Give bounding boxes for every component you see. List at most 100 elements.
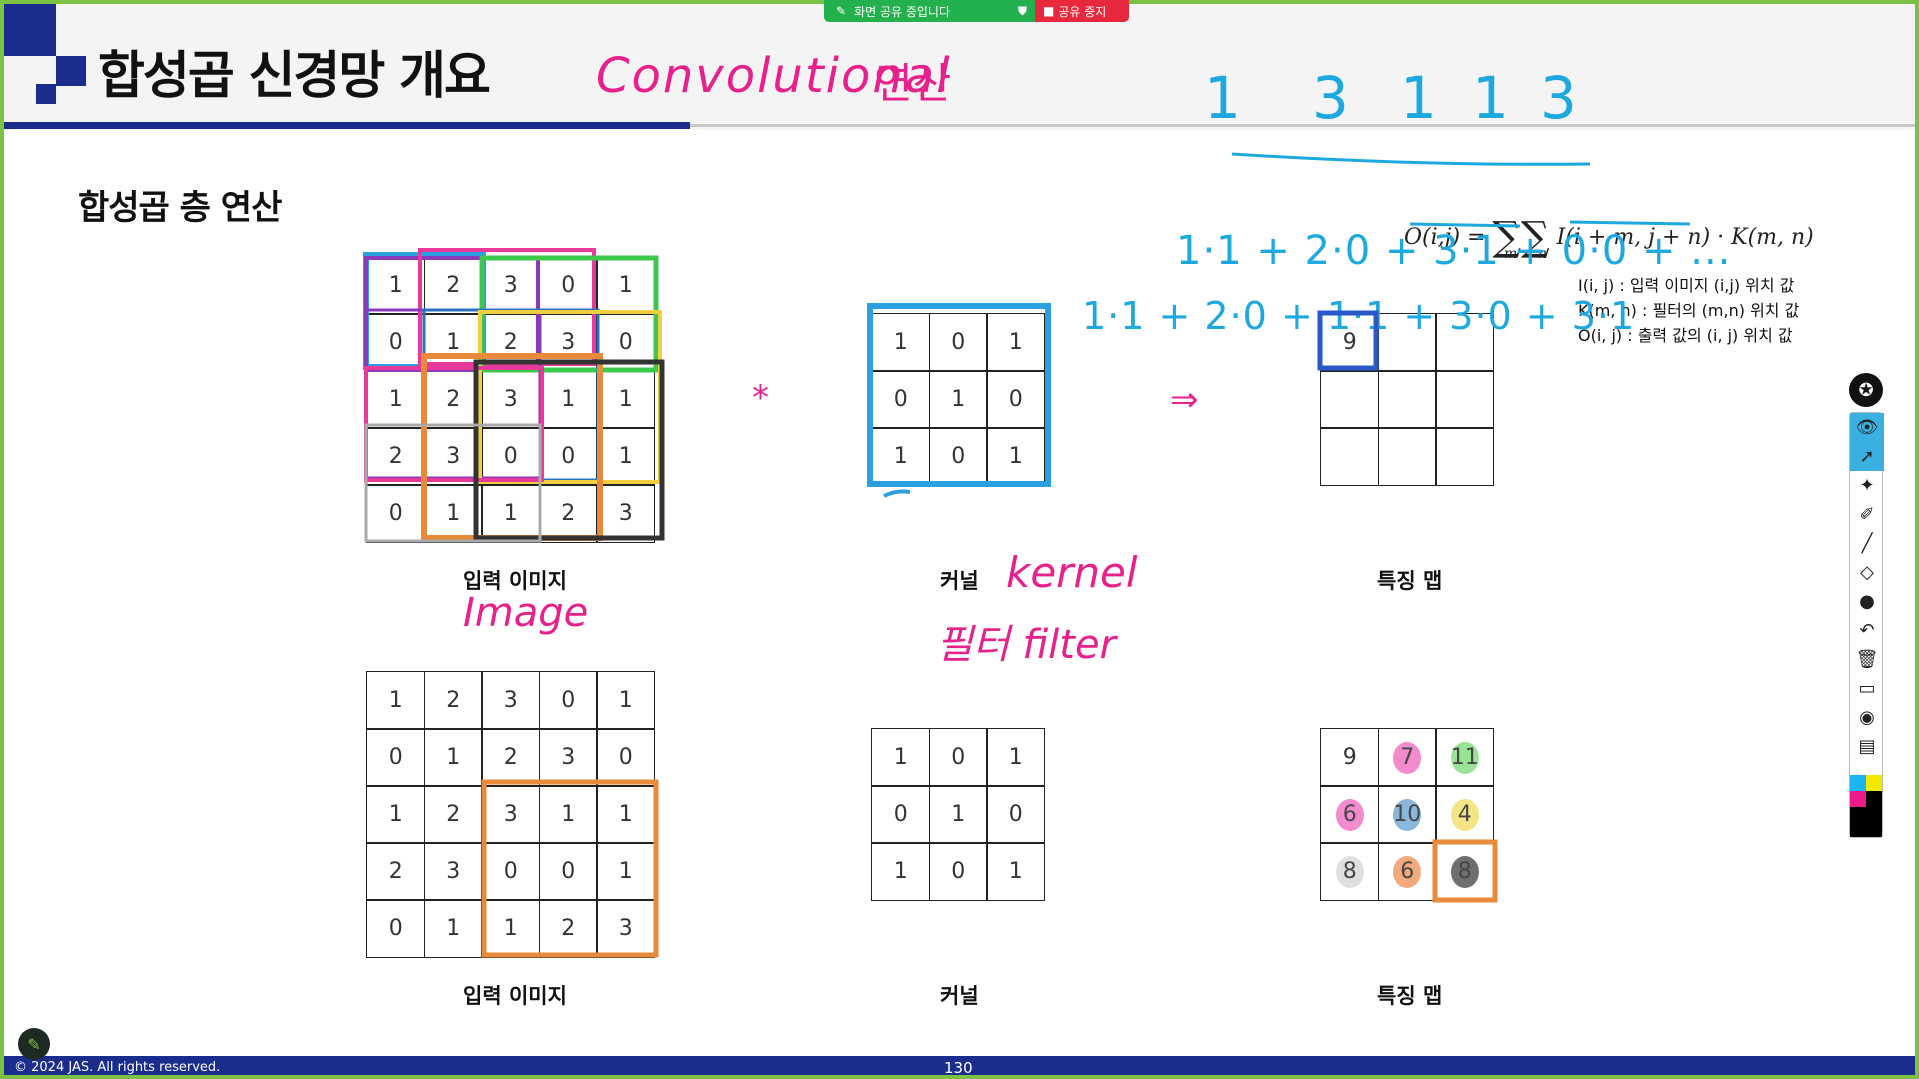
formula-sub-m: m	[1504, 246, 1518, 262]
grid-cell: 1	[596, 671, 656, 730]
toolbar-panel: 👁 ➚ ✦ ✐ ╱ ◇ ● ↶ 🗑 ▭ ◉ ▤	[1849, 412, 1884, 838]
formula-strike-2	[1569, 220, 1691, 226]
window-box-darkblue	[422, 308, 600, 482]
cell-value: 1	[1008, 745, 1023, 770]
grid-cell: 1	[986, 842, 1046, 901]
cell-value: 3	[561, 330, 576, 355]
cell-value: 0	[561, 444, 576, 469]
annotation-number: 1	[1204, 64, 1241, 132]
logo-mark	[4, 4, 56, 56]
pin-icon: ✎	[836, 4, 847, 18]
pointer-icon[interactable]: ➚	[1850, 442, 1884, 471]
color-swatches[interactable]	[1850, 775, 1882, 837]
trash-icon[interactable]: 🗑	[1855, 649, 1879, 670]
eraser-icon[interactable]: ◇	[1860, 562, 1874, 583]
window-box-orange-bottom	[481, 779, 659, 958]
header-underline	[4, 122, 690, 129]
grid-cell: 8	[1320, 842, 1380, 901]
grid-cell: 0	[928, 313, 988, 372]
cell-value: 1	[561, 802, 576, 827]
window-box-yellow	[478, 310, 662, 484]
cell-value: 1	[893, 745, 908, 770]
feature-cell-highlight	[1317, 310, 1379, 371]
grid-cell: 3	[538, 728, 598, 787]
header-divider	[690, 124, 1915, 127]
grid-cell: 1	[986, 728, 1046, 787]
annotation-image: Image	[463, 590, 589, 636]
kernel-underline	[883, 489, 911, 498]
grid-cell: 1	[423, 728, 483, 787]
cell-value: 0	[388, 501, 403, 526]
cell-value: 0	[618, 330, 633, 355]
legend-line: I(i, j) : 입력 이미지 (i,j) 위치 값	[1578, 276, 1795, 295]
grid-cell: 7	[1377, 728, 1437, 787]
cell-value: 3	[561, 745, 576, 770]
annotation-number: 3	[1540, 64, 1577, 132]
cell-value: 3	[503, 688, 518, 713]
eye-icon[interactable]: 👁	[1850, 413, 1884, 442]
laser-icon[interactable]: ✦	[1859, 475, 1875, 496]
grid-cell: 1	[928, 370, 988, 429]
convolve-operator: *	[752, 378, 769, 418]
cell-value: 0	[1008, 802, 1023, 827]
cell-value: 3	[446, 444, 461, 469]
cell-value: 1	[618, 688, 633, 713]
cell-value: 1	[503, 916, 518, 941]
feature-caption: 특징 맵	[1377, 569, 1443, 593]
toolbar-pin-icon[interactable]: ✪	[1849, 373, 1883, 407]
cell-value: 0	[1008, 387, 1023, 412]
sharing-indicator: ✎ 화면 공유 중입니다 ⛊	[824, 0, 1035, 22]
grid-cell: 0	[871, 785, 931, 844]
cell-value: 1	[446, 501, 461, 526]
cell-value: 1	[446, 745, 461, 770]
formula: O(i,j) = ∑∑ I(i + m, j + n) · K(m, n)	[1404, 208, 1814, 260]
cell-value: 0	[561, 859, 576, 884]
stop-sharing-button[interactable]: ■ 공유 중지	[1035, 0, 1129, 22]
cell-value: 4	[1450, 798, 1479, 831]
annotation-yeonsan: 연산	[874, 59, 952, 108]
edit-pen-icon[interactable]: ✎	[18, 1028, 50, 1060]
feature-cell-orange	[1432, 839, 1498, 903]
whiteboard-icon[interactable]: ▭	[1858, 678, 1876, 699]
grid-cell	[1377, 427, 1437, 486]
cell-value: 2	[503, 330, 518, 355]
cell-value: 2	[561, 501, 576, 526]
highlighter-icon[interactable]: ✐	[1859, 504, 1875, 525]
legend-line: K(m, n) : 필터의 (m,n) 위치 값	[1578, 301, 1800, 320]
grid-cell: 1	[538, 785, 598, 844]
cell-value: 1	[893, 444, 908, 469]
cell-value: 10	[1393, 798, 1422, 831]
pen-icon[interactable]: ╱	[1861, 533, 1873, 554]
grid-cell: 1	[986, 313, 1046, 372]
window-box-grey	[364, 423, 542, 543]
grid-cell: 0	[366, 728, 426, 787]
cell-value: 0	[503, 444, 518, 469]
grid-cell: 0	[538, 671, 598, 730]
clipboard-icon[interactable]: ▤	[1858, 736, 1876, 757]
annotation-kernel: kernel	[1006, 548, 1138, 597]
grid-cell: 2	[481, 728, 541, 787]
numbers-underline	[1231, 152, 1591, 166]
cell-value: 6	[1335, 798, 1364, 831]
cell-value: 1	[388, 273, 403, 298]
cell-value: 2	[446, 273, 461, 298]
cell-value: 1	[388, 802, 403, 827]
formula-right: I(i + m, j + n) · K(m, n)	[1556, 225, 1814, 250]
cell-value: 1	[1008, 859, 1023, 884]
cell-value: 3	[503, 387, 518, 412]
undo-icon[interactable]: ↶	[1859, 620, 1875, 641]
cell-value: 9	[1342, 330, 1357, 355]
dot-icon[interactable]: ●	[1859, 591, 1875, 612]
cell-value: 1	[618, 859, 633, 884]
grid-cell: 0	[928, 842, 988, 901]
input-caption: 입력 이미지	[463, 569, 567, 593]
cell-value: 0	[561, 273, 576, 298]
grid-cell: 1	[871, 728, 931, 787]
annotation-calc-1: 1·1 + 2·0 + 3·1 + 0·0 + ...	[1176, 228, 1732, 274]
cell-value: 1	[388, 688, 403, 713]
cell-value: 0	[893, 387, 908, 412]
camera-icon[interactable]: ◉	[1859, 707, 1875, 728]
section-title: 합성곱 층 연산	[78, 188, 282, 228]
cell-value: 0	[561, 688, 576, 713]
cell-value: 1	[618, 273, 633, 298]
